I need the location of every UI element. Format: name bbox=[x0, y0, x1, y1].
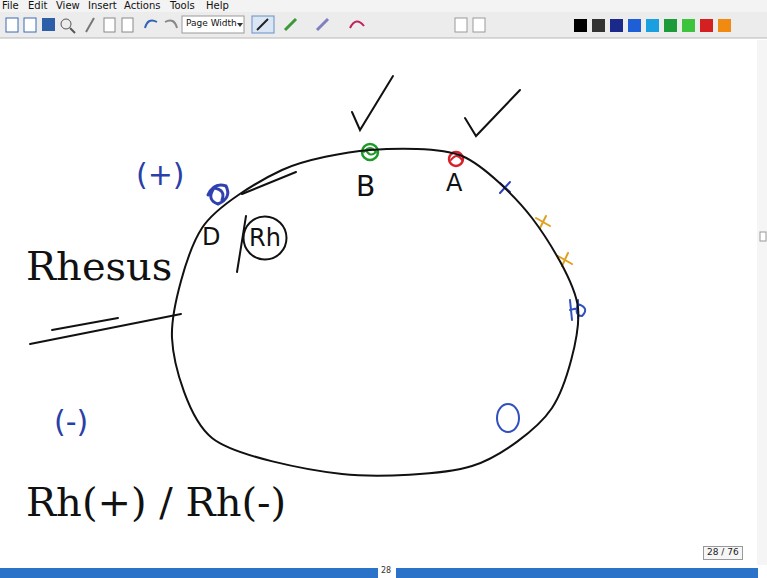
toolbar-border bbox=[0, 38, 767, 39]
menu-item: Insert bbox=[88, 0, 117, 11]
page-number: 28 bbox=[381, 567, 391, 576]
menu-item: Actions bbox=[124, 0, 161, 11]
page-tabs-bar bbox=[0, 568, 758, 578]
handwritten-sign: (-) bbox=[54, 405, 88, 438]
handwritten-label: Rh(+) / Rh(-) bbox=[26, 480, 286, 524]
zoom-dropdown: Page Width bbox=[186, 19, 237, 29]
toolbar-icons bbox=[6, 16, 731, 33]
menu-item: Edit bbox=[28, 0, 47, 11]
handwritten-sign: (+) bbox=[136, 158, 185, 191]
menu-item: File bbox=[2, 0, 19, 11]
cell-membrane bbox=[172, 148, 580, 476]
handwritten-label: Rhesus bbox=[26, 244, 172, 288]
cell-outline bbox=[172, 149, 578, 476]
rh-antigen-circle: Rh bbox=[242, 215, 288, 261]
check-marks bbox=[352, 76, 520, 136]
antigen-letter: B bbox=[356, 172, 375, 203]
menu-item: Help bbox=[206, 0, 229, 11]
toolbar bbox=[0, 12, 767, 38]
antigen-letter: D bbox=[202, 224, 220, 250]
menu-item: View bbox=[56, 0, 80, 11]
antigen-name: Rh bbox=[249, 225, 281, 251]
menu-bar bbox=[0, 0, 767, 12]
red-cell-outline: B A D Rh bbox=[172, 148, 580, 476]
antigen-marks bbox=[208, 144, 585, 432]
menu-item: Tools bbox=[170, 0, 195, 11]
scrollbar bbox=[757, 40, 767, 565]
page-counter: 28 / 76 bbox=[703, 546, 743, 560]
antigen-letter: A bbox=[446, 170, 462, 196]
